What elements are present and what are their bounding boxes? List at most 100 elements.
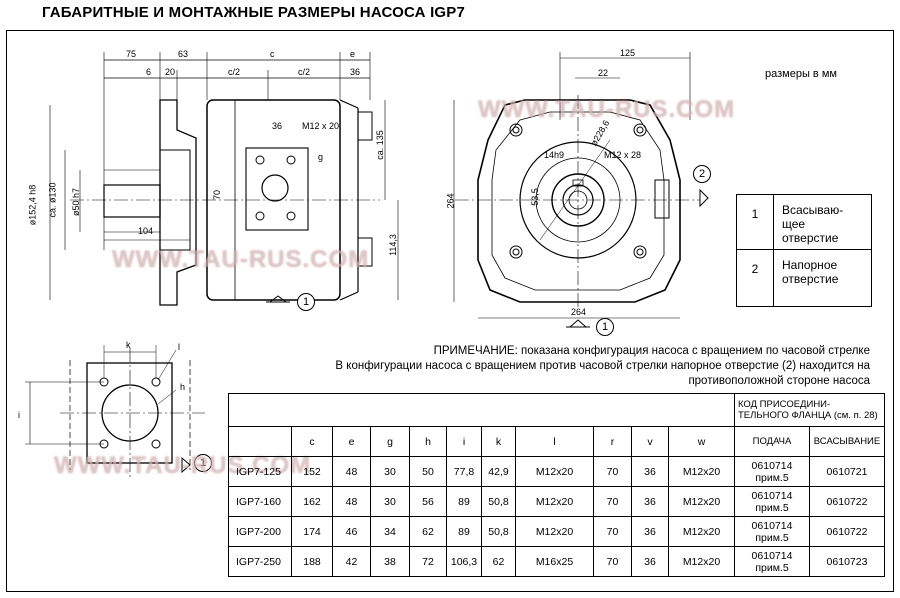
dim-264-vertical: 264: [445, 193, 456, 209]
supply-note: прим.5: [755, 501, 789, 514]
dim-l: l: [178, 342, 180, 352]
dim-125: 125: [620, 48, 636, 58]
cell-r: 70: [593, 516, 632, 547]
cell-c: 188: [291, 546, 333, 577]
column-header: r: [593, 426, 632, 457]
cell-l: M12x20: [515, 516, 594, 547]
column-header: l: [515, 426, 594, 457]
cell-h: 56: [409, 486, 447, 517]
supply-code: 0610714: [751, 519, 793, 532]
cell-r: 70: [593, 486, 632, 517]
dim-70: 70: [212, 189, 223, 201]
port-legend: 1 Всасываю- щее отверстие 2 Напорное отв…: [736, 194, 872, 307]
cell-w: M12x20: [668, 546, 735, 577]
legend-number: 2: [737, 250, 774, 306]
cell-v: 36: [631, 486, 669, 517]
cell-suction-code: 0610722: [809, 486, 885, 517]
cell-e: 46: [332, 516, 371, 547]
cell-i: 89: [446, 516, 482, 547]
cell-i: 89: [446, 486, 482, 517]
cell-k: 50,8: [481, 516, 516, 547]
front-view: [453, 52, 709, 328]
watermark: WWW.TAU-RUS.COM: [112, 246, 370, 273]
note-line-2: В конфигурации насоса с вращением против…: [335, 360, 870, 372]
supply-note: прим.5: [755, 561, 789, 574]
flange-view: [25, 345, 205, 480]
dim-50: ø50 h7: [71, 187, 82, 217]
cell-e: 42: [332, 546, 371, 577]
cell-r: 70: [593, 546, 632, 577]
legend-text: Всасываю- щее отверстие: [782, 203, 844, 245]
dim-63: 63: [178, 49, 189, 59]
column-header: h: [409, 426, 447, 457]
cell-c: 152: [291, 456, 333, 487]
cell-c: 174: [291, 516, 333, 547]
watermark: WWW.TAU-RUS.COM: [478, 96, 736, 123]
dim-36: 36: [350, 67, 361, 77]
cell-i: 77,8: [446, 456, 482, 487]
cell-suction-code: 0610721: [809, 456, 885, 487]
dim-20: 20: [165, 67, 176, 77]
port-1-marker-flange: 1: [194, 454, 212, 472]
dim-c2-right: c/2: [298, 67, 311, 77]
dim-i: i: [18, 410, 20, 420]
column-header: e: [332, 426, 371, 457]
cell-h: 50: [409, 456, 447, 487]
cell-v: 36: [631, 456, 669, 487]
supply-code: 0610714: [751, 489, 793, 502]
dim-22: 22: [598, 68, 609, 78]
column-header-suction: ВСАСЫВАНИЕ: [809, 426, 885, 457]
cell-k: 62: [481, 546, 516, 577]
cell-suction-code: 0610723: [809, 546, 885, 577]
cell-h: 72: [409, 546, 447, 577]
dim-h: h: [180, 382, 186, 392]
legend-row-pressure: 2 Напорное отверстие: [737, 250, 871, 306]
cell-w: M12x20: [668, 456, 735, 487]
dim-6: 6: [146, 67, 152, 77]
cell-i: 106,3: [446, 546, 482, 577]
dim-14h9: 14h9: [544, 150, 565, 160]
column-header-model: [228, 426, 292, 457]
note-label: ПРИМЕЧАНИЕ:: [433, 345, 518, 357]
note-line-3: противоположной стороне насоса: [688, 375, 870, 387]
dim-104: 104: [138, 226, 154, 236]
column-header: v: [631, 426, 669, 457]
cell-r: 70: [593, 456, 632, 487]
cell-l: M12x20: [515, 456, 594, 487]
cell-e: 48: [332, 456, 371, 487]
legend-row-suction: 1 Всасываю- щее отверстие: [737, 195, 871, 250]
cell-e: 48: [332, 486, 371, 517]
dim-m12x20: M12 x 20: [302, 121, 340, 131]
drawing-sheet: [6, 30, 894, 592]
supply-code: 0610714: [751, 459, 793, 472]
cell-k: 50,8: [481, 486, 516, 517]
dim-114: 114,3: [387, 234, 398, 256]
dim-ca135: ca. 135: [374, 130, 385, 160]
dim-m12x28: M12 x 28: [604, 150, 642, 160]
column-header: g: [370, 426, 410, 457]
cell-l: M12x20: [515, 486, 594, 517]
port-2-marker: 2: [693, 165, 711, 183]
cell-h: 62: [409, 516, 447, 547]
dim-c2-left: c/2: [228, 67, 241, 77]
column-header: w: [668, 426, 735, 457]
cell-g: 34: [370, 516, 410, 547]
cell-g: 30: [370, 486, 410, 517]
dim-g: g: [318, 152, 324, 162]
dim-152: ø152,4 h8: [27, 184, 38, 226]
cell-v: 36: [631, 516, 669, 547]
model-cell: IGP7-160: [228, 486, 292, 517]
note-line-1: показана конфигурация насоса с вращением…: [521, 345, 870, 357]
model-cell: IGP7-250: [228, 546, 292, 577]
column-header: k: [481, 426, 516, 457]
cell-w: M12x20: [668, 486, 735, 517]
rotation-note: ПРИМЕЧАНИЕ: показана конфигурация насоса…: [300, 344, 870, 389]
column-header: i: [446, 426, 482, 457]
